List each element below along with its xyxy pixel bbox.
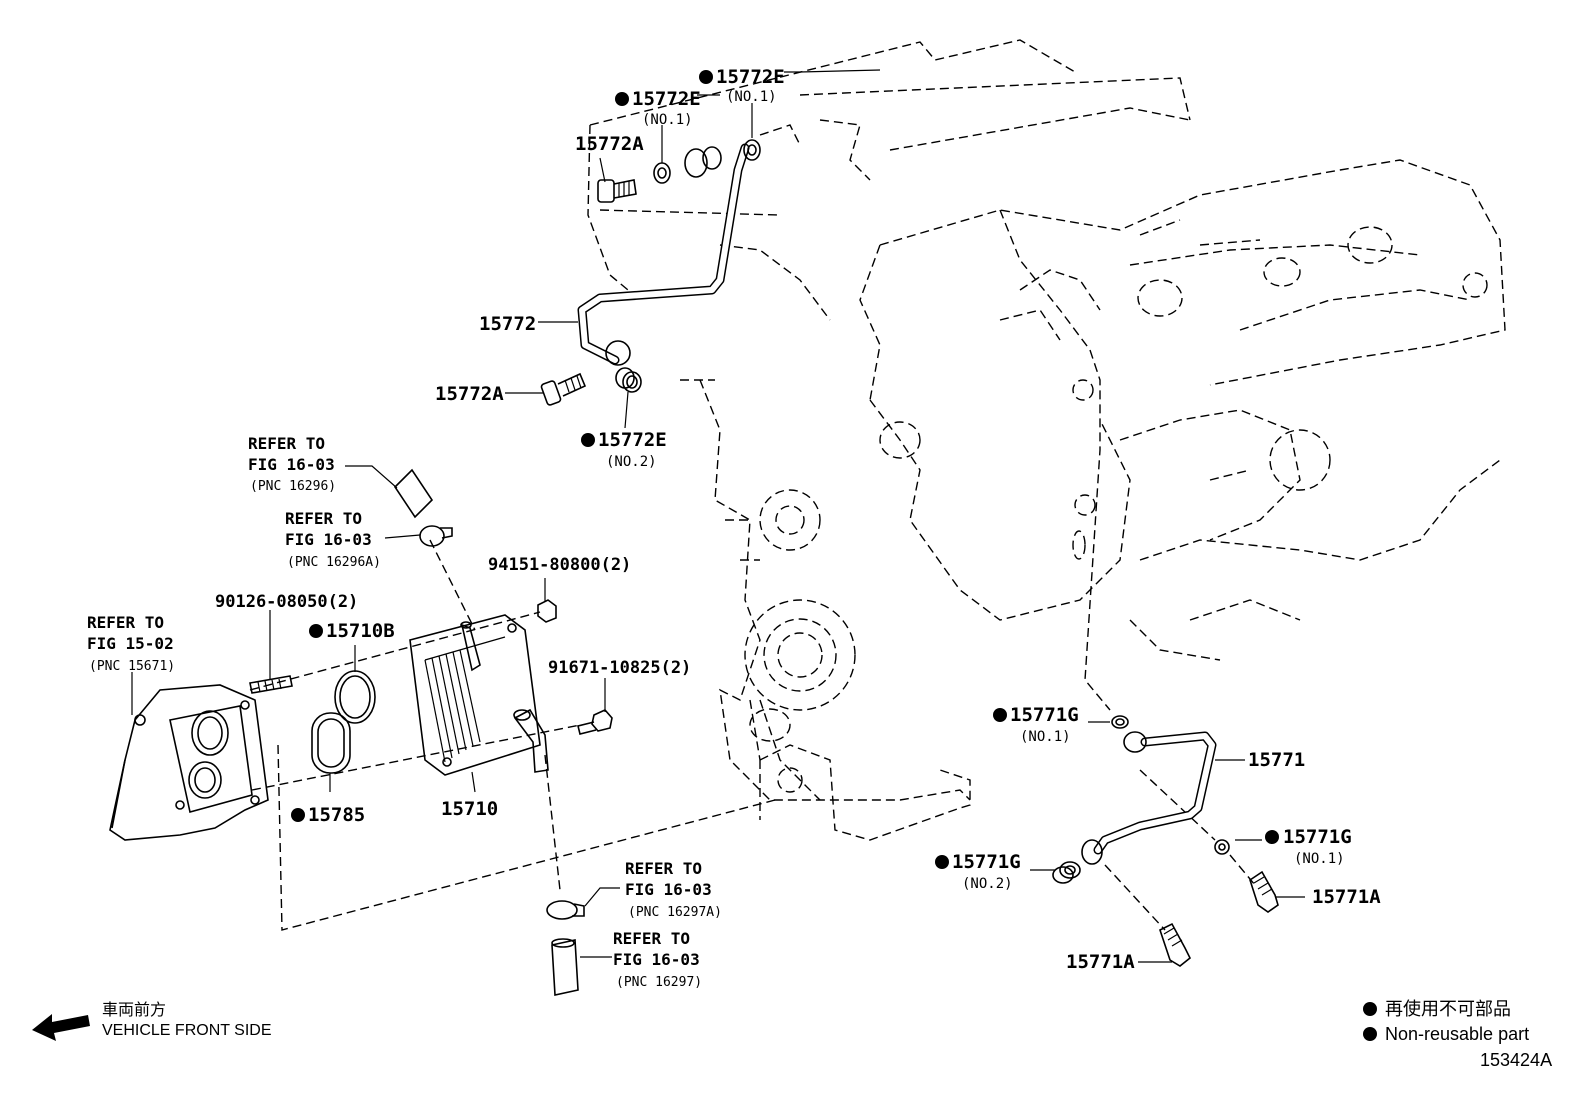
label-15772E-mid-sub: (NO.1) <box>642 112 693 128</box>
assembly-guide-lines <box>249 349 1256 931</box>
label-15710B: 15710B <box>326 620 395 642</box>
nut-94151 <box>537 599 557 623</box>
label-15771G-c: 15771G <box>952 851 1021 873</box>
engine-block-outline <box>587 39 1506 841</box>
ref-16297-line2: FIG 16-03 <box>613 950 700 969</box>
ref-16297A-line3: (PNC 16297A) <box>628 905 722 920</box>
gasket-15772E-mid <box>653 162 671 184</box>
label-91671: 91671-10825(2) <box>548 658 691 678</box>
label-15772A-top: 15772A <box>575 133 644 155</box>
ref-16296-line2: FIG 16-03 <box>248 455 335 474</box>
legend-jp: 再使用不可部品 <box>1385 999 1511 1019</box>
ref-16296-line3: (PNC 16296) <box>250 479 336 494</box>
gasket-15772E-top <box>743 139 761 161</box>
leader-lines <box>131 69 1305 963</box>
label-15771A-right: 15771A <box>1312 886 1381 908</box>
label-15772E-bottom: 15772E <box>598 429 667 451</box>
front-arrow-icon <box>32 1014 90 1041</box>
ref-16297A-line2: FIG 16-03 <box>625 880 712 899</box>
oil-pipe-15772 <box>577 143 750 366</box>
ref-15671-line2: FIG 15-02 <box>87 634 174 653</box>
vehicle-front-indicator: 車両前方 VEHICLE FRONT SIDE <box>32 1001 272 1041</box>
label-15710: 15710 <box>441 798 498 820</box>
label-15771G-c-sub: (NO.2) <box>962 876 1013 892</box>
label-15771G-b-sub: (NO.1) <box>1294 851 1345 867</box>
clamp-16296A <box>419 525 453 547</box>
legend-bullet-icon <box>1363 1027 1377 1041</box>
ref-16296A-line3: (PNC 16296A) <box>287 555 381 570</box>
stud-90126 <box>249 675 293 694</box>
label-15771A-bottom: 15771A <box>1066 951 1135 973</box>
legend-en: Non-reusable part <box>1385 1024 1529 1044</box>
label-90126: 90126-08050(2) <box>215 592 358 612</box>
label-15772E-top-sub: (NO.1) <box>726 89 777 105</box>
union-bolt-15772A-top <box>597 179 637 203</box>
legend: 再使用不可部品 Non-reusable part 153424A <box>1363 999 1552 1070</box>
ref-16296A-line2: FIG 16-03 <box>285 530 372 549</box>
gasket-15771G-b <box>1214 839 1230 855</box>
gasket-15772E-bottom <box>615 367 642 393</box>
front-label-en: VEHICLE FRONT SIDE <box>102 1022 272 1039</box>
label-15772E-bottom-sub: (NO.2) <box>606 454 657 470</box>
label-15772E-top: 15772E <box>716 66 785 88</box>
hose-16296 <box>393 468 434 519</box>
oil-filter-housing-15671 <box>109 684 269 841</box>
oil-cooler-15710 <box>409 614 549 776</box>
ref-15671-line3: (PNC 15671) <box>89 659 175 674</box>
ref-16297A-line1: REFER TO <box>625 859 702 878</box>
part-labels: 15772E (NO.1) 15772E (NO.1) 15772A 15772… <box>87 66 1381 990</box>
legend-bullet-icon <box>1363 1002 1377 1016</box>
union-bolt-15771A-bottom <box>1159 922 1192 967</box>
label-94151: 94151-80800(2) <box>488 555 631 575</box>
gasket-15771G-a <box>1111 715 1129 729</box>
label-15772: 15772 <box>479 313 536 335</box>
oil-pipe-15771 <box>1081 731 1217 865</box>
clamp-16297A <box>546 900 585 920</box>
union-bolt-15771A-right <box>1249 870 1279 913</box>
hose-16297 <box>551 938 579 996</box>
label-15772E-mid: 15772E <box>632 88 701 110</box>
label-15771: 15771 <box>1248 749 1305 771</box>
gasket-15771G-c <box>1052 861 1081 884</box>
gasket-15785 <box>311 712 351 774</box>
label-15772A-bottom: 15772A <box>435 383 504 405</box>
label-15771G-b: 15771G <box>1283 826 1352 848</box>
ref-16296A-line1: REFER TO <box>285 509 362 528</box>
figure-id: 153424A <box>1480 1050 1552 1070</box>
label-15771G-a-sub: (NO.1) <box>1020 729 1071 745</box>
label-15771G-a: 15771G <box>1010 704 1079 726</box>
front-label-jp: 車両前方 <box>102 1001 166 1019</box>
ref-15671-line1: REFER TO <box>87 613 164 632</box>
ref-16296-line1: REFER TO <box>248 434 325 453</box>
ref-16297-line3: (PNC 16297) <box>616 975 702 990</box>
ref-16297-line1: REFER TO <box>613 929 690 948</box>
union-bolt-15772A-bottom <box>540 372 587 406</box>
bolt-91671 <box>577 709 613 735</box>
label-15785: 15785 <box>308 804 365 826</box>
